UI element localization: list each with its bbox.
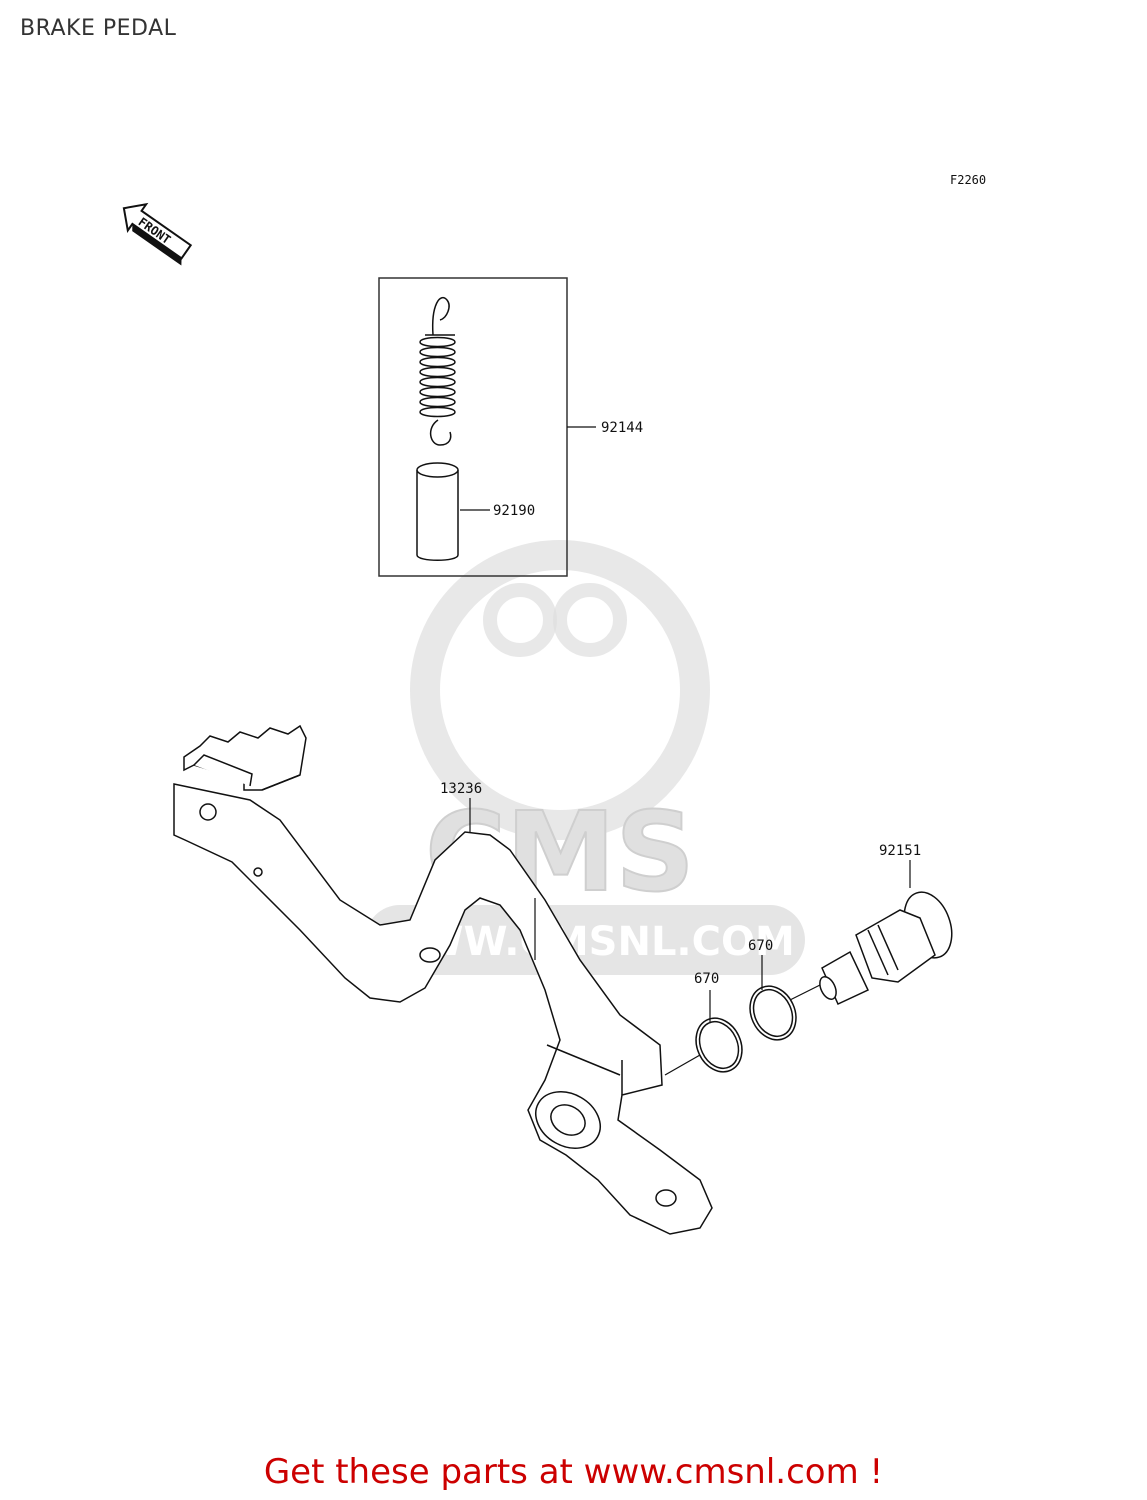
part-number-label: 92190 — [493, 503, 535, 519]
part-number-label: 670 — [694, 971, 719, 987]
cta-link[interactable]: Get these parts at www.cmsnl.com ! — [263, 1452, 884, 1492]
brake-pedal-icon — [173, 724, 713, 1235]
kit-box — [378, 277, 568, 577]
spring-icon — [419, 297, 456, 446]
sleeve-icon — [416, 462, 459, 561]
part-number-label: 13236 — [440, 781, 482, 797]
part-labels: 92144 92190 13236 92151 670 670 — [440, 420, 921, 987]
page-title: BRAKE PEDAL — [20, 16, 177, 41]
part-number-label: 92144 — [601, 420, 643, 436]
part-number-label: 670 — [748, 938, 773, 954]
figure-code: F2260 — [950, 173, 986, 187]
part-number-label: 92151 — [879, 843, 921, 859]
front-arrow-icon: FRONT — [122, 202, 193, 266]
pivot-bolt-icon — [819, 891, 953, 1006]
leader-lines — [460, 426, 911, 1076]
